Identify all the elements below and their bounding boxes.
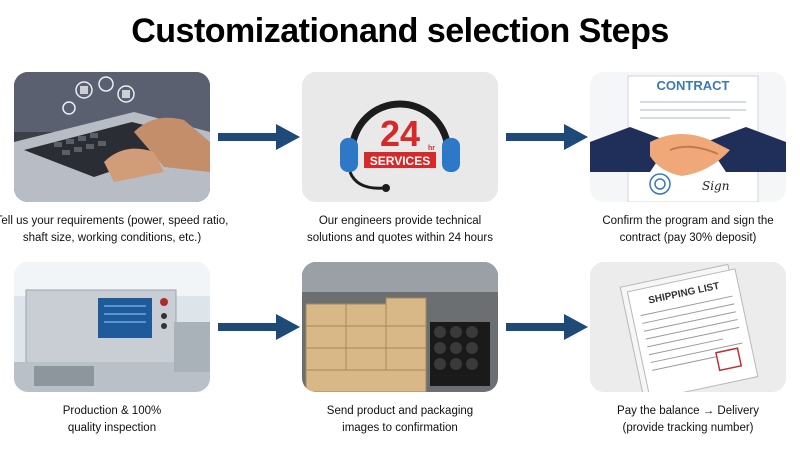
handshake-icon: CONTRACT Sign bbox=[590, 72, 786, 202]
test-machine-image bbox=[14, 262, 210, 392]
step-1-caption: Tell us your requirements (power, speed … bbox=[0, 215, 229, 244]
arrow-4-to-5 bbox=[218, 314, 300, 340]
laptop-typing-image bbox=[14, 72, 210, 202]
step-4-image bbox=[14, 262, 210, 392]
arrow-2-to-3 bbox=[506, 124, 588, 150]
badge-hr: hr bbox=[428, 145, 435, 152]
step-6-image: SHIPPING LIST bbox=[590, 262, 786, 392]
step-2-caption: Our engineers provide technical solution… bbox=[306, 215, 494, 244]
step-4-caption: Production & 100% quality inspection bbox=[62, 405, 162, 434]
step-6-caption: Pay the balance → Delivery (provide trac… bbox=[617, 405, 759, 434]
step-5-image bbox=[302, 262, 498, 392]
step-1-image bbox=[14, 72, 210, 202]
step-2-image: 24 hr SERVICES bbox=[302, 72, 498, 202]
headset-icon: 24 hr SERVICES bbox=[302, 72, 498, 202]
arrow-1-to-2 bbox=[218, 124, 300, 150]
step-3-caption: Confirm the program and sign the contrac… bbox=[602, 215, 774, 244]
contract-heading: CONTRACT bbox=[657, 78, 730, 93]
packaged-product-image bbox=[302, 262, 498, 392]
page-title: Customizationand selection Steps bbox=[131, 12, 669, 50]
arrow-5-to-6 bbox=[506, 314, 588, 340]
step-5-caption: Send product and packaging images to con… bbox=[326, 405, 474, 434]
badge-number: 24 bbox=[380, 113, 420, 154]
sign-text: Sign bbox=[702, 179, 729, 193]
shipping-list-image: SHIPPING LIST bbox=[590, 262, 786, 392]
badge-label: SERVICES bbox=[370, 154, 430, 168]
step-3-image: CONTRACT Sign bbox=[590, 72, 786, 202]
